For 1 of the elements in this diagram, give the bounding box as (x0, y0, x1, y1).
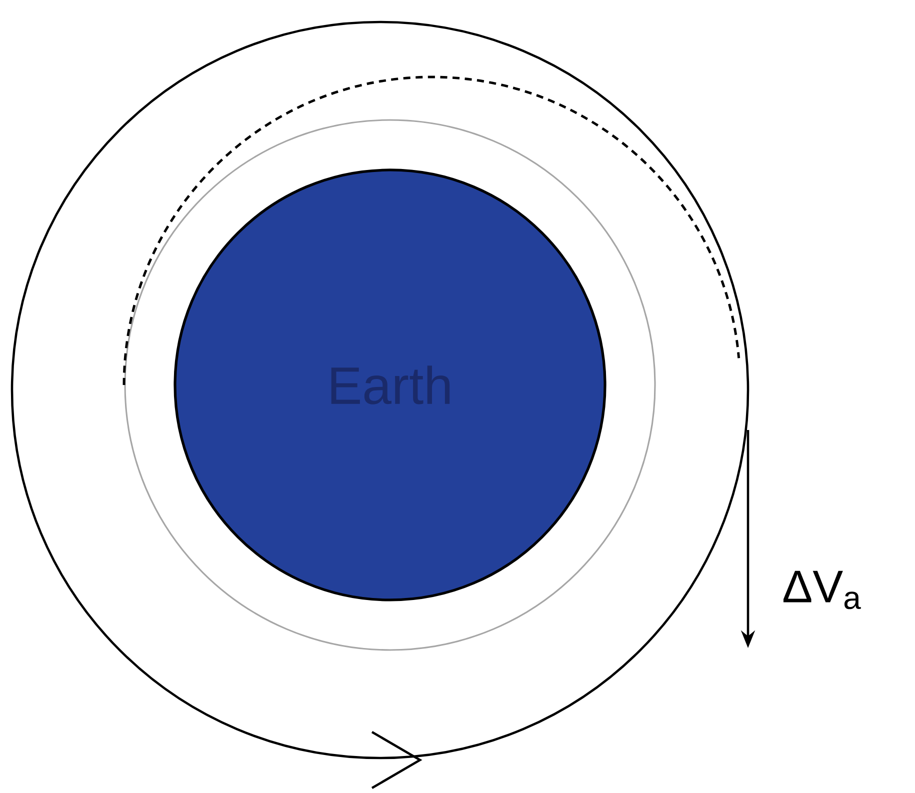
velocity-label: ΔV$_{a}$ (783, 570, 861, 610)
